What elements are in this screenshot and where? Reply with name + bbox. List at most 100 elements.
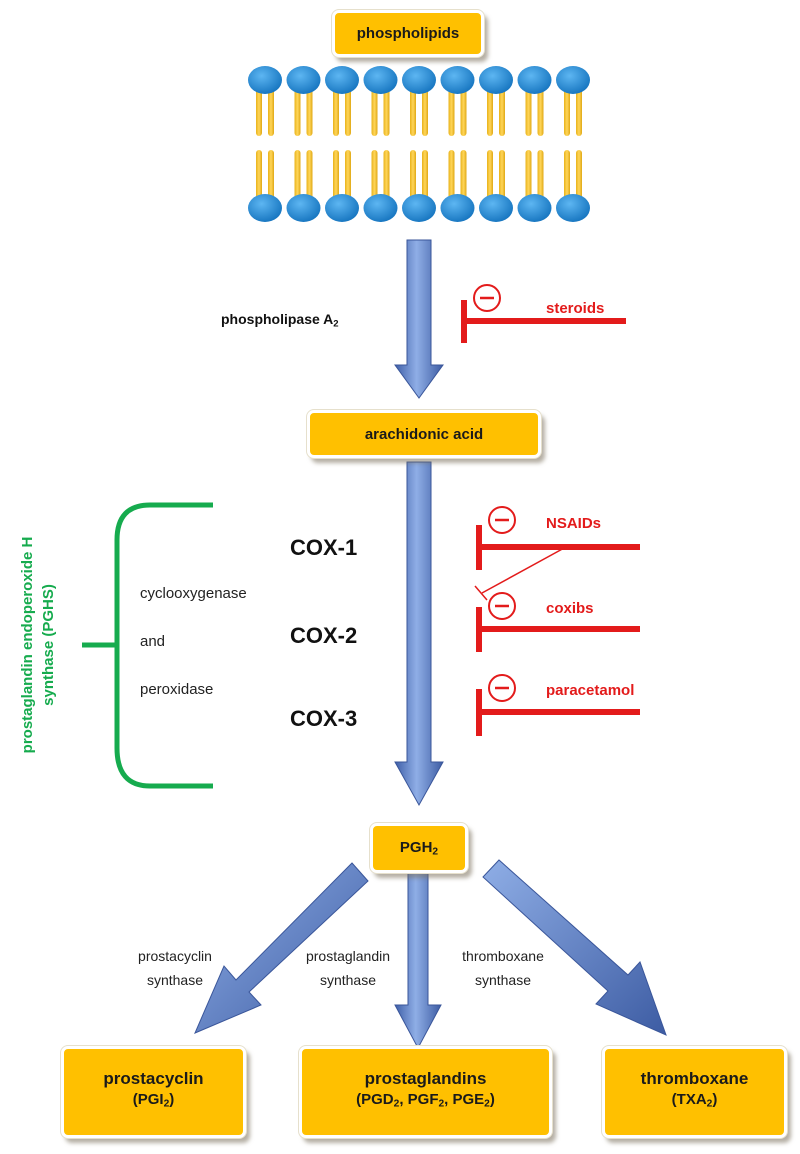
- lipid-tail: [256, 150, 262, 202]
- coxibs-minus-icon: [488, 592, 516, 620]
- pgh2-node: PGH2: [370, 823, 468, 873]
- lipid-tail: [333, 84, 339, 136]
- prostacyclin-label: prostacyclin: [103, 1069, 204, 1089]
- paracetamol-minus-icon: [488, 674, 516, 702]
- lipid-tail: [537, 150, 544, 202]
- cox2-label: COX-2: [290, 623, 358, 648]
- lipid-head: [479, 66, 513, 94]
- lipid-head: [286, 66, 321, 94]
- lipid-tail: [448, 150, 455, 202]
- lipid-tail: [410, 150, 416, 202]
- lipid-tail: [306, 150, 313, 202]
- lipid-tail: [525, 84, 532, 136]
- lipid-tail: [576, 150, 582, 202]
- nsaids-label: NSAIDs: [546, 515, 602, 532]
- pgh2-label: PGH2: [399, 838, 439, 858]
- thromboxane-node: thromboxane (TXA2): [602, 1046, 787, 1138]
- lipid-head: [479, 194, 513, 222]
- arrow-pgh2-to-thromboxane: [482, 859, 667, 1036]
- pghs-label: prostaglandin endoperoxide H synthase (P…: [17, 537, 59, 754]
- prostaglandin-synthase-label: prostaglandin synthase: [305, 948, 391, 988]
- pghs-label-line1: prostaglandin endoperoxide H: [19, 536, 36, 754]
- steroids-label: steroids: [546, 300, 605, 317]
- lipid-tail: [383, 150, 390, 202]
- lipid-tail: [499, 150, 505, 202]
- cox3-label: COX-3: [290, 706, 358, 731]
- activity-cyclooxygenase: cyclooxygenase: [140, 585, 247, 602]
- lipid-head: [556, 66, 590, 94]
- lipid-tail: [371, 150, 378, 202]
- arachidonic-acid-label: arachidonic acid: [364, 425, 484, 443]
- lipid-tail: [576, 84, 582, 136]
- nsaids-minus-icon: [488, 506, 516, 534]
- lipid-tail: [371, 84, 378, 136]
- lipid-head: [402, 194, 436, 222]
- phospholipase-a2-label: phospholipase A2: [221, 311, 339, 330]
- nsaids-cox2-inhibition-line: [474, 546, 567, 601]
- lipid-tail: [499, 84, 505, 136]
- paracetamol-inhibitor-bar: [476, 689, 640, 736]
- steroids-minus-icon: [473, 284, 501, 312]
- lipid-tail: [460, 84, 467, 136]
- lipid-head: [248, 194, 282, 222]
- lipid-head: [363, 194, 398, 222]
- lipid-tail: [268, 84, 274, 136]
- lipid-tail: [460, 150, 467, 202]
- lipid-tail: [564, 84, 570, 136]
- prostaglandins-node: prostaglandins (PGD2, PGF2, PGE2): [299, 1046, 552, 1138]
- arrow-arachidonic-to-pgh2: [394, 461, 444, 807]
- arrow-pgh2-to-prostaglandins: [394, 866, 442, 1050]
- prostacyclin-abbr: (PGI2): [132, 1091, 175, 1110]
- lipid-tail: [345, 150, 351, 202]
- activity-and: and: [140, 633, 166, 650]
- coxibs-inhibitor-bar: [476, 607, 640, 652]
- lipid-tail: [422, 84, 428, 136]
- lipid-tail: [294, 150, 301, 202]
- lipid-head: [556, 194, 590, 222]
- lipid-tail: [422, 150, 428, 202]
- paracetamol-label: paracetamol: [546, 682, 635, 699]
- cox1-label: COX-1: [290, 535, 358, 560]
- coxibs-label: coxibs: [546, 600, 594, 617]
- activity-peroxidase: peroxidase: [140, 681, 214, 698]
- nsaids-inhibitor-bar: [476, 525, 640, 570]
- prostacyclin-synthase-label: prostacyclin synthase: [138, 948, 212, 988]
- lipid-tail: [448, 84, 455, 136]
- lipid-tail: [345, 84, 351, 136]
- lipid-head: [286, 194, 321, 222]
- arachidonic-acid-node: arachidonic acid: [307, 410, 541, 458]
- prostaglandins-label: prostaglandins: [364, 1069, 487, 1089]
- lipid-head: [363, 66, 398, 94]
- arrow-pgh2-to-prostacyclin: [194, 862, 369, 1034]
- lipid-head: [325, 66, 359, 94]
- steroids-inhibitor-bar: [461, 300, 626, 343]
- thromboxane-label: thromboxane: [640, 1069, 749, 1089]
- lipid-head: [402, 66, 436, 94]
- lipid-tail: [537, 84, 544, 136]
- lipid-head: [517, 194, 552, 222]
- lipid-head: [248, 66, 282, 94]
- lipid-tail: [487, 84, 493, 136]
- thromboxane-synthase-label: thromboxane synthase: [462, 948, 544, 988]
- phospholipid-bilayer: [248, 66, 590, 222]
- pghs-bracket: [82, 502, 213, 789]
- lipid-head: [325, 194, 359, 222]
- lipid-head: [517, 66, 552, 94]
- thromboxane-abbr: (TXA2): [671, 1091, 718, 1110]
- lipid-tail: [525, 150, 532, 202]
- lipid-head: [440, 194, 475, 222]
- lipid-tail: [383, 84, 390, 136]
- lipid-tail: [487, 150, 493, 202]
- lipid-tail: [268, 150, 274, 202]
- phospholipids-label: phospholipids: [356, 25, 460, 42]
- lipid-tail: [294, 84, 301, 136]
- lipid-tail: [256, 84, 262, 136]
- lipid-tail: [410, 84, 416, 136]
- phospholipids-node: phospholipids: [332, 10, 484, 57]
- prostaglandins-abbr: (PGD2, PGF2, PGE2): [356, 1091, 495, 1110]
- lipid-head: [440, 66, 475, 94]
- lipid-tail: [333, 150, 339, 202]
- lipid-tail: [564, 150, 570, 202]
